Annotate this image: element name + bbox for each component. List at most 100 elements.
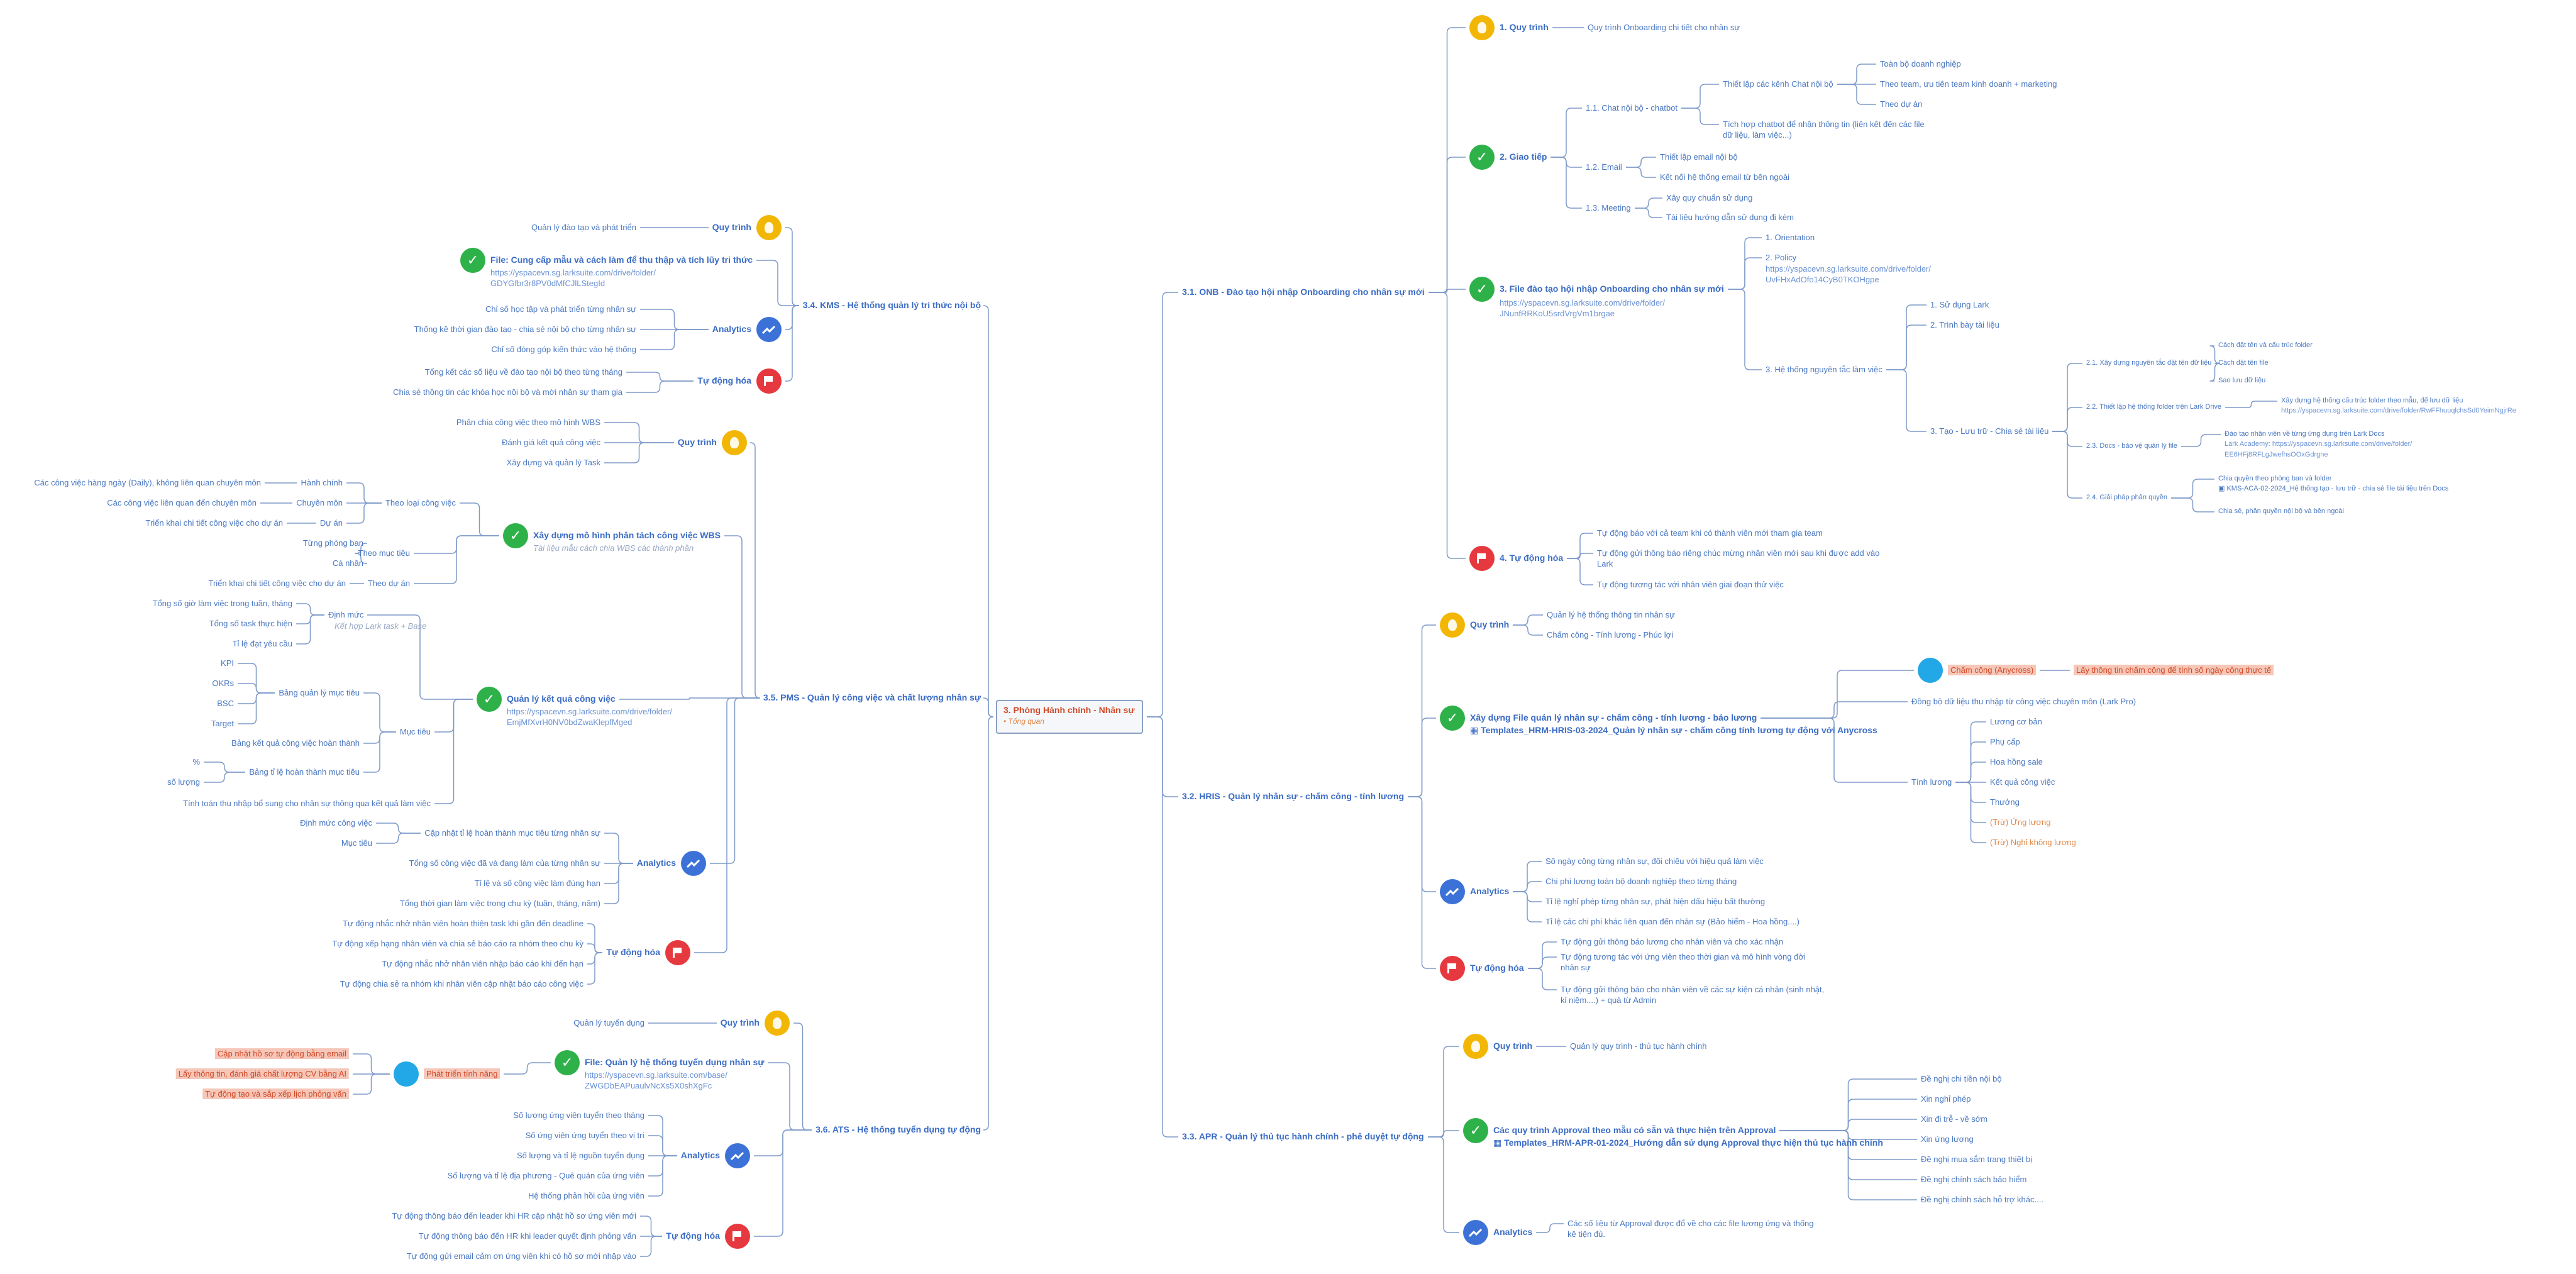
node-kms-an3[interactable]: Chỉ số đóng góp kiến thức vào hệ thống <box>491 345 636 354</box>
node-hris-f3e[interactable]: Thưởng <box>1990 797 2020 807</box>
node-onb-q[interactable]: 1. Quy trình <box>1500 22 1549 32</box>
node-pms-k2a3[interactable]: BSC <box>217 699 234 708</box>
node-hris-f3a[interactable]: Lương cơ bản <box>1990 717 2042 726</box>
node-pms-q2[interactable]: Đánh giá kết quả công việc <box>502 438 600 447</box>
node-ats[interactable]: 3.6. ATS - Hệ thống tuyển dụng tự động <box>815 1124 981 1134</box>
node-apr-fl[interactable]: ▦ Templates_HRM-APR-01-2024_Hướng dẫn sử… <box>1493 1138 1883 1148</box>
node-pms-k1b[interactable]: Tổng số task thực hiện <box>209 619 292 628</box>
node-onb-c1a1[interactable]: Toàn bộ doanh nghiệp <box>1880 59 1961 69</box>
node-onb-f3c4b[interactable]: ▣ KMS-ACA-02-2024_Hệ thống tạo - lưu trữ… <box>2218 485 2449 492</box>
node-hris-a3[interactable]: Tự động gửi thông báo cho nhân viên về c… <box>1561 985 1825 1005</box>
node-onb-f3a[interactable]: 1. Sử dụng Lark <box>1930 300 1989 309</box>
node-pms[interactable]: 3.5. PMS - Quản lý công việc và chất lượ… <box>763 692 981 702</box>
node-hris-an4[interactable]: Tỉ lệ các chi phí khác liên quan đến nhâ… <box>1545 917 1799 926</box>
node-onb-a1[interactable]: Tự động báo với cả team khi có thành viê… <box>1597 528 1823 538</box>
node-onb-c1a[interactable]: Thiết lập các kênh Chat nội bộ <box>1723 79 1833 89</box>
node-pms-k2b[interactable]: Bảng kết quả công việc hoàn thành <box>231 738 360 748</box>
node-onb-c3b[interactable]: Tài liệu hướng dẫn sử dụng đi kèm <box>1666 213 1794 222</box>
node-kms-an2[interactable]: Thống kê thời gian đào tạo - chia sẻ nội… <box>414 324 636 334</box>
node-hris-q[interactable]: Quy trình <box>1470 619 1510 629</box>
node-pms-w3a[interactable]: Triển khai chi tiết công việc cho dự án <box>208 579 346 588</box>
node-onb-f3c1[interactable]: 2.1. Xây dựng nguyên tắc đặt tên dữ liệu <box>2086 359 2212 367</box>
node-onb[interactable]: 3.1. ONB - Đào tạo hội nhập Onboarding c… <box>1182 287 1425 297</box>
node-hris-an3[interactable]: Tỉ lệ nghỉ phép từng nhân sự, phát hiện … <box>1545 897 1766 906</box>
node-ats-p[interactable]: Phát triển tính năng <box>424 1068 500 1079</box>
node-pms-k2a2[interactable]: OKRs <box>212 679 234 688</box>
node-onb-f2l[interactable]: https://yspacevn.sg.larksuite.com/drive/… <box>1766 264 1932 284</box>
node-apr-f3[interactable]: Xin đi trễ - về sớm <box>1921 1114 1988 1124</box>
node-pms-k1[interactable]: Định mức <box>328 610 364 619</box>
node-apr-q1[interactable]: Quản lý quy trình - thủ tục hành chính <box>1570 1041 1707 1051</box>
node-onb-f3c3b[interactable]: Lark Academy: https://yspacevn.sg.larksu… <box>2225 440 2413 458</box>
node-onb-c1a2[interactable]: Theo team, ưu tiên team kinh doanh + mar… <box>1880 79 2057 89</box>
node-pms-w1b[interactable]: Chuyên môn <box>296 498 343 507</box>
node-pms-w1b1[interactable]: Các công việc liên quan đến chuyên môn <box>107 498 257 507</box>
node-pms-w3[interactable]: Theo dự án <box>367 579 410 588</box>
node-hris-an[interactable]: Analytics <box>1470 886 1510 896</box>
node-pms-q1[interactable]: Phân chia công việc theo mô hình WBS <box>456 418 600 427</box>
node-onb-c1a3[interactable]: Theo dự án <box>1880 99 1923 109</box>
node-pms-k1l[interactable]: Kết hợp Lark task + Base <box>334 621 427 631</box>
node-hris-f3c[interactable]: Hoa hồng sale <box>1990 757 2043 767</box>
node-onb-a2[interactable]: Tự động gửi thông báo riêng chúc mừng nh… <box>1597 548 1880 568</box>
node-pms-k2[interactable]: Mục tiêu <box>399 727 431 736</box>
node-onb-f[interactable]: 3. File đào tạo hội nhập Onboarding cho … <box>1500 284 1724 294</box>
node-onb-f3c2[interactable]: 2.2. Thiết lập hệ thống folder trên Lark… <box>2086 403 2222 411</box>
node-onb-f3c4a[interactable]: Chia quyền theo phòng ban và folder <box>2218 475 2332 482</box>
node-ats-an4[interactable]: Số lượng và tỉ lệ địa phương - Quê quán … <box>447 1171 644 1180</box>
node-hris-q1[interactable]: Quản lý hệ thống thông tin nhân sự <box>1547 610 1675 619</box>
node-ats-a3[interactable]: Tự động gửi email cảm ơn ứng viên khi có… <box>406 1251 636 1261</box>
node-pms-w1c[interactable]: Dự án <box>319 518 343 528</box>
node-onb-f3[interactable]: 3. Hệ thống nguyên tắc làm việc <box>1766 365 1882 374</box>
node-hris-f3g[interactable]: (Trừ) Nghỉ không lương <box>1990 838 2076 847</box>
node-hris-f3[interactable]: Tính lương <box>1911 777 1952 787</box>
node-hris-a1[interactable]: Tự động gửi thông báo lương cho nhân viê… <box>1561 937 1784 946</box>
node-onb-f3c1c[interactable]: Sao lưu dữ liệu <box>2218 377 2266 384</box>
node-onb-f-link[interactable]: https://yspacevn.sg.larksuite.com/drive/… <box>1500 298 1666 318</box>
node-apr-f7[interactable]: Đề nghị chính sách hỗ trợ khác.... <box>1921 1195 2043 1204</box>
node-ats-q1[interactable]: Quản lý tuyển dụng <box>573 1018 644 1028</box>
node-apr-f4[interactable]: Xin ứng lương <box>1921 1134 1974 1144</box>
node-onb-a[interactable]: 4. Tự động hóa <box>1500 553 1564 563</box>
node-kms-q[interactable]: Quy trình <box>712 222 751 232</box>
node-apr-f6[interactable]: Đề nghị chính sách bảo hiểm <box>1921 1175 2027 1184</box>
node-pms-k2a[interactable]: Bảng quản lý mục tiêu <box>279 688 360 697</box>
node-pms-q3[interactable]: Xây dựng và quản lý Task <box>506 458 600 467</box>
node-ats-an3[interactable]: Số lượng và tỉ lệ nguồn tuyển dụng <box>517 1151 644 1160</box>
node-pms-an3[interactable]: Tỉ lệ và số công việc làm đúng hạn <box>474 878 600 888</box>
node-onb-f3c[interactable]: 3. Tạo - Lưu trữ - Chia sẻ tài liệu <box>1930 426 2049 436</box>
node-hris-f3b[interactable]: Phụ cấp <box>1990 737 2020 746</box>
node-apr-an1[interactable]: Các số liệu từ Approval được đổ về cho c… <box>1567 1219 1814 1239</box>
node-kms-a[interactable]: Tự động hóa <box>697 375 751 385</box>
node-pms-a3[interactable]: Tự động nhắc nhở nhân viên nhập báo cáo … <box>382 959 583 968</box>
node-onb-f3c1a[interactable]: Cách đặt tên và cấu trúc folder <box>2218 341 2313 349</box>
node-apr-f1[interactable]: Đề nghị chi tiền nội bộ <box>1921 1074 2002 1083</box>
node-pms-k2a4[interactable]: Target <box>211 719 234 728</box>
node-hris-f3d[interactable]: Kết quả công việc <box>1990 777 2055 787</box>
node-apr-f2[interactable]: Xin nghỉ phép <box>1921 1094 1971 1104</box>
node-pms-a4[interactable]: Tự động chia sẻ ra nhóm khi nhân viên cậ… <box>340 979 583 989</box>
node-pms-w2a[interactable]: Từng phòng ban <box>302 538 363 548</box>
root-node[interactable]: 3. Phòng Hành chính - Nhân sự • Tổng qua… <box>996 700 1143 734</box>
node-pms-w1a1[interactable]: Các công việc hàng ngày (Daily), không l… <box>34 478 261 487</box>
node-hris-fl[interactable]: ▦ Templates_HRM-HRIS-03-2024_Quản lý nhâ… <box>1470 725 1877 735</box>
node-onb-gt[interactable]: 2. Giao tiếp <box>1500 152 1547 162</box>
node-pms-an[interactable]: Analytics <box>636 858 676 868</box>
node-pms-k1c[interactable]: Tỉ lệ đạt yêu cầu <box>232 639 292 648</box>
node-hris-an1[interactable]: Số ngày công từng nhân sự, đối chiếu với… <box>1545 856 1764 866</box>
node-pms-w1a[interactable]: Hành chính <box>301 478 343 487</box>
node-pms-an2[interactable]: Tổng số công việc đã và đang làm của từn… <box>409 858 600 868</box>
node-ats-p3[interactable]: Tự động tạo và sắp xếp lịch phỏng vấn <box>202 1088 349 1099</box>
node-pms-k2a1[interactable]: KPI <box>221 658 234 668</box>
node-apr-q[interactable]: Quy trình <box>1493 1041 1533 1051</box>
node-ats-f[interactable]: File: Quản lý hệ thống tuyển dụng nhân s… <box>585 1057 765 1067</box>
node-onb-f3c4c[interactable]: Chia sẻ, phân quyền nội bộ và bên ngoài <box>2218 507 2344 515</box>
node-onb-f3c2a[interactable]: Xây dựng hệ thống cấu trúc folder theo m… <box>2281 397 2463 404</box>
node-onb-f3b[interactable]: 2. Trình bày tài liệu <box>1930 320 1999 330</box>
node-pms-w2b[interactable]: Cá nhân <box>332 558 363 568</box>
node-onb-c1[interactable]: 1.1. Chat nội bộ - chatbot <box>1586 103 1678 113</box>
node-hris-f1a[interactable]: Lấy thông tin chấm công để tính số ngày … <box>2074 665 2274 675</box>
node-apr-f[interactable]: Các quy trình Approval theo mẫu có sẵn v… <box>1493 1125 1776 1135</box>
node-kms-f[interactable]: File: Cung cấp mẫu và cách làm để thu th… <box>490 255 753 265</box>
node-onb-f1[interactable]: 1. Orientation <box>1766 233 1815 242</box>
